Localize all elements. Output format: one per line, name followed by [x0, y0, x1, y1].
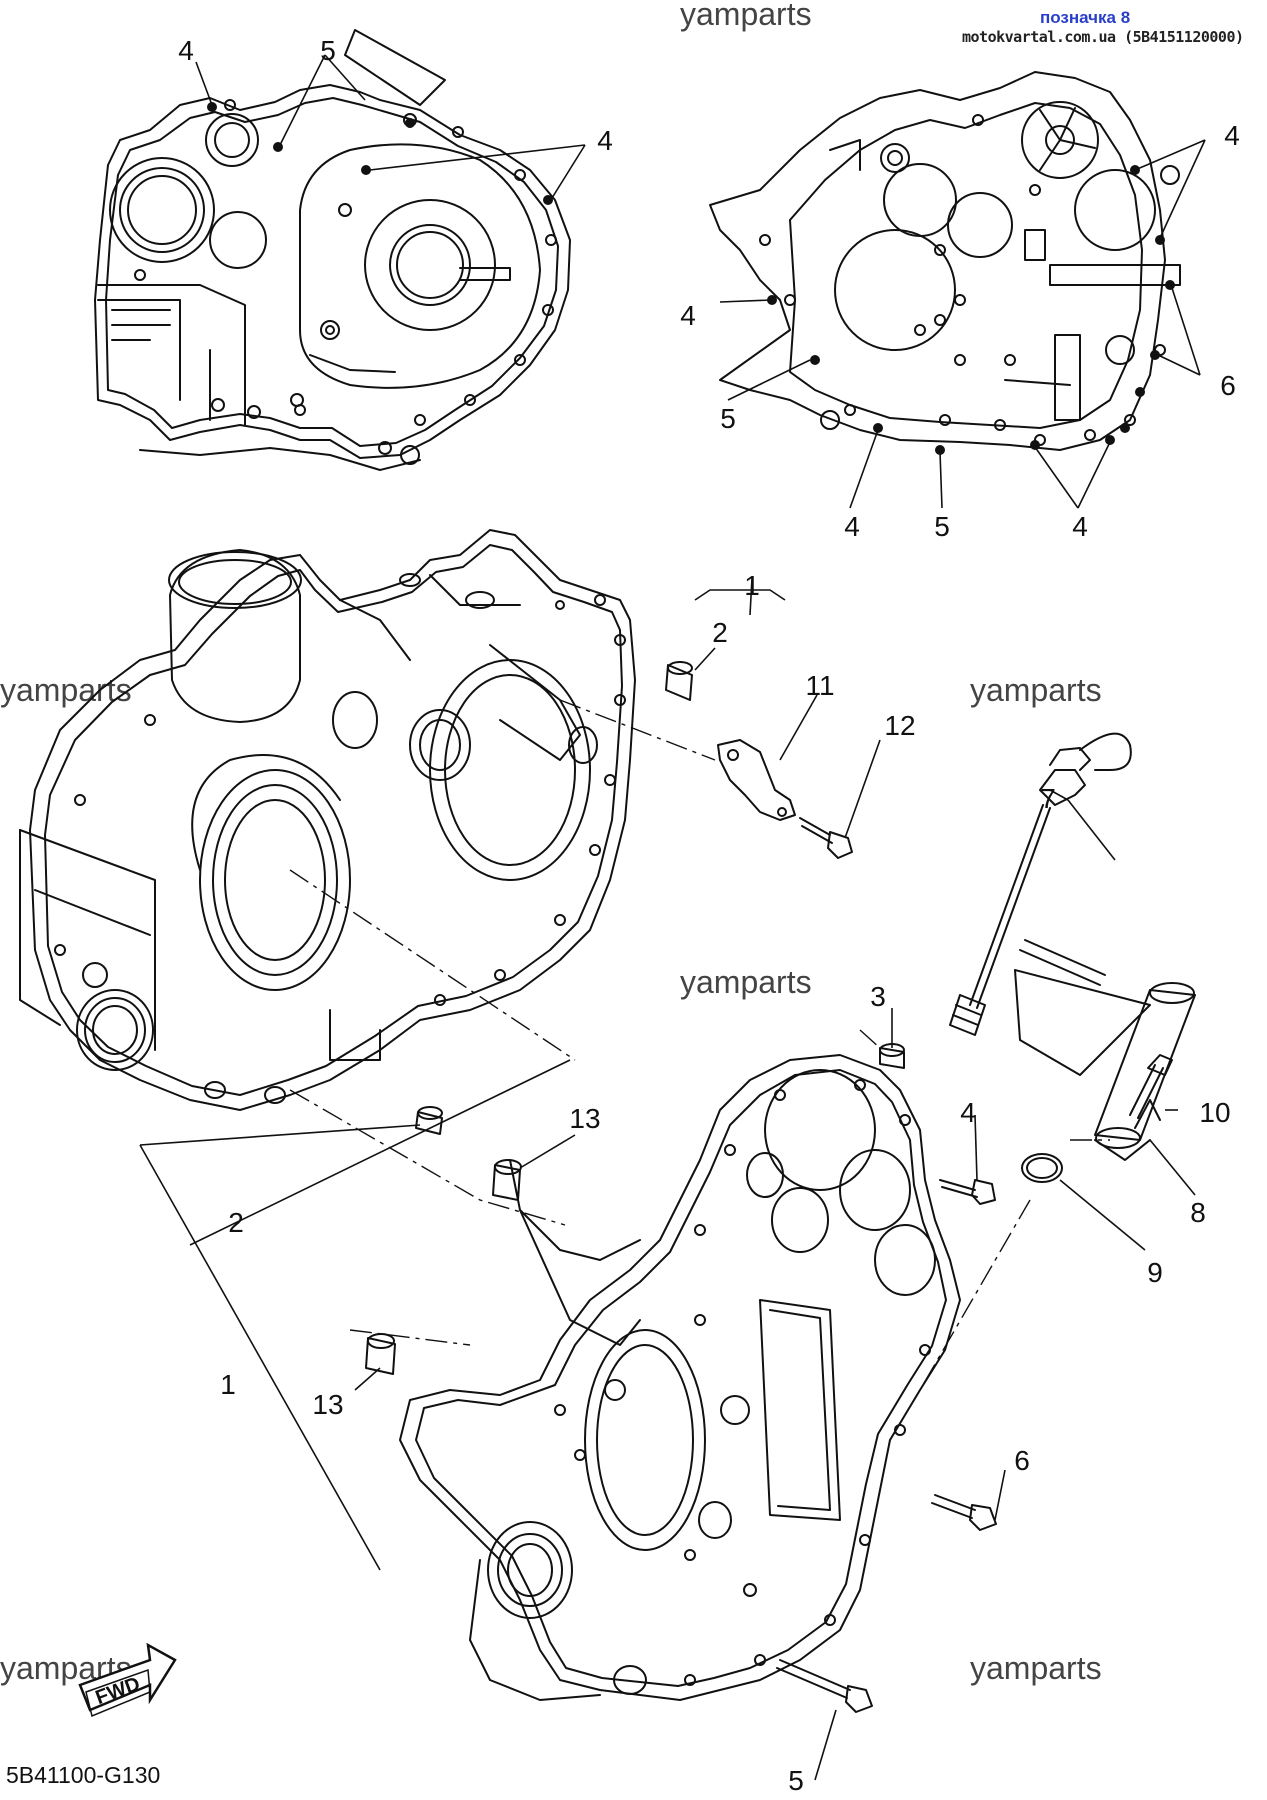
callout-number: 8 [1190, 1197, 1206, 1228]
callout-number: 6 [1014, 1445, 1030, 1476]
right-crankcase [399, 1054, 961, 1701]
bracket-11 [717, 739, 796, 821]
callout-number: 1 [744, 570, 760, 601]
leader-lines [139, 54, 1206, 1781]
callout-number: 4 [680, 300, 696, 331]
diagram-tag: позначка 8 [1040, 8, 1131, 27]
callout-number: 11 [805, 670, 834, 701]
callout-number: 13 [569, 1103, 600, 1134]
callout-number: 5 [934, 511, 950, 542]
callout-number: 4 [844, 511, 860, 542]
callout-number: 4 [597, 125, 613, 156]
source-site: motokvartal.com.ua (5B4151120000) [962, 28, 1244, 46]
callout-number: 2 [228, 1207, 244, 1238]
watermark: yamparts [680, 0, 812, 32]
callout-number: 5 [788, 1765, 804, 1796]
bolt-6 [931, 1494, 997, 1531]
oil-tube-8 [1094, 982, 1196, 1161]
callout-labels: 4 5 4 4 4 5 6 4 5 4 1 2 11 12 7 3 4 10 8… [178, 35, 1240, 1796]
watermark: yamparts [970, 672, 1102, 708]
bolt-10 [1129, 1054, 1173, 1119]
callout-number: 4 [1072, 511, 1088, 542]
callout-number: 12 [884, 710, 915, 741]
fwd-arrow-icon: FWD [78, 1642, 177, 1718]
callout-number: 5 [720, 403, 736, 434]
dowel-pin-2-upper [665, 661, 693, 701]
left-crankcase [19, 529, 636, 1111]
watermark: yamparts [0, 672, 132, 708]
assembly-lines [289, 699, 1110, 1391]
callout-number: 6 [1220, 370, 1236, 401]
callout-number: 7 [1040, 783, 1056, 814]
callout-number: 5 [320, 35, 336, 66]
callout-number: 4 [1224, 120, 1240, 151]
diagram-code: 5B41100-G130 [6, 1762, 161, 1788]
callout-number: 4 [178, 35, 194, 66]
callout-number: 4 [960, 1097, 976, 1128]
callout-number: 13 [312, 1389, 343, 1420]
callout-number: 3 [870, 981, 886, 1012]
bolt-4 [939, 1179, 996, 1205]
bolt-12 [799, 817, 853, 859]
watermark: yamparts [970, 1650, 1102, 1686]
dowel-pin-2-lower [415, 1106, 443, 1135]
dowel-pin-13-lower [365, 1333, 396, 1375]
o-ring-9 [1021, 1153, 1063, 1183]
callout-number: 1 [220, 1369, 236, 1400]
callout-number: 2 [712, 617, 728, 648]
callout-number: 10 [1199, 1097, 1230, 1128]
top-right-crankcase-view [709, 71, 1181, 455]
watermark: yamparts [680, 964, 812, 1000]
bolt-5 [776, 1659, 873, 1713]
top-left-crankcase-view [94, 29, 571, 471]
callout-number: 9 [1147, 1257, 1163, 1288]
dipstick-7 [949, 732, 1132, 1036]
